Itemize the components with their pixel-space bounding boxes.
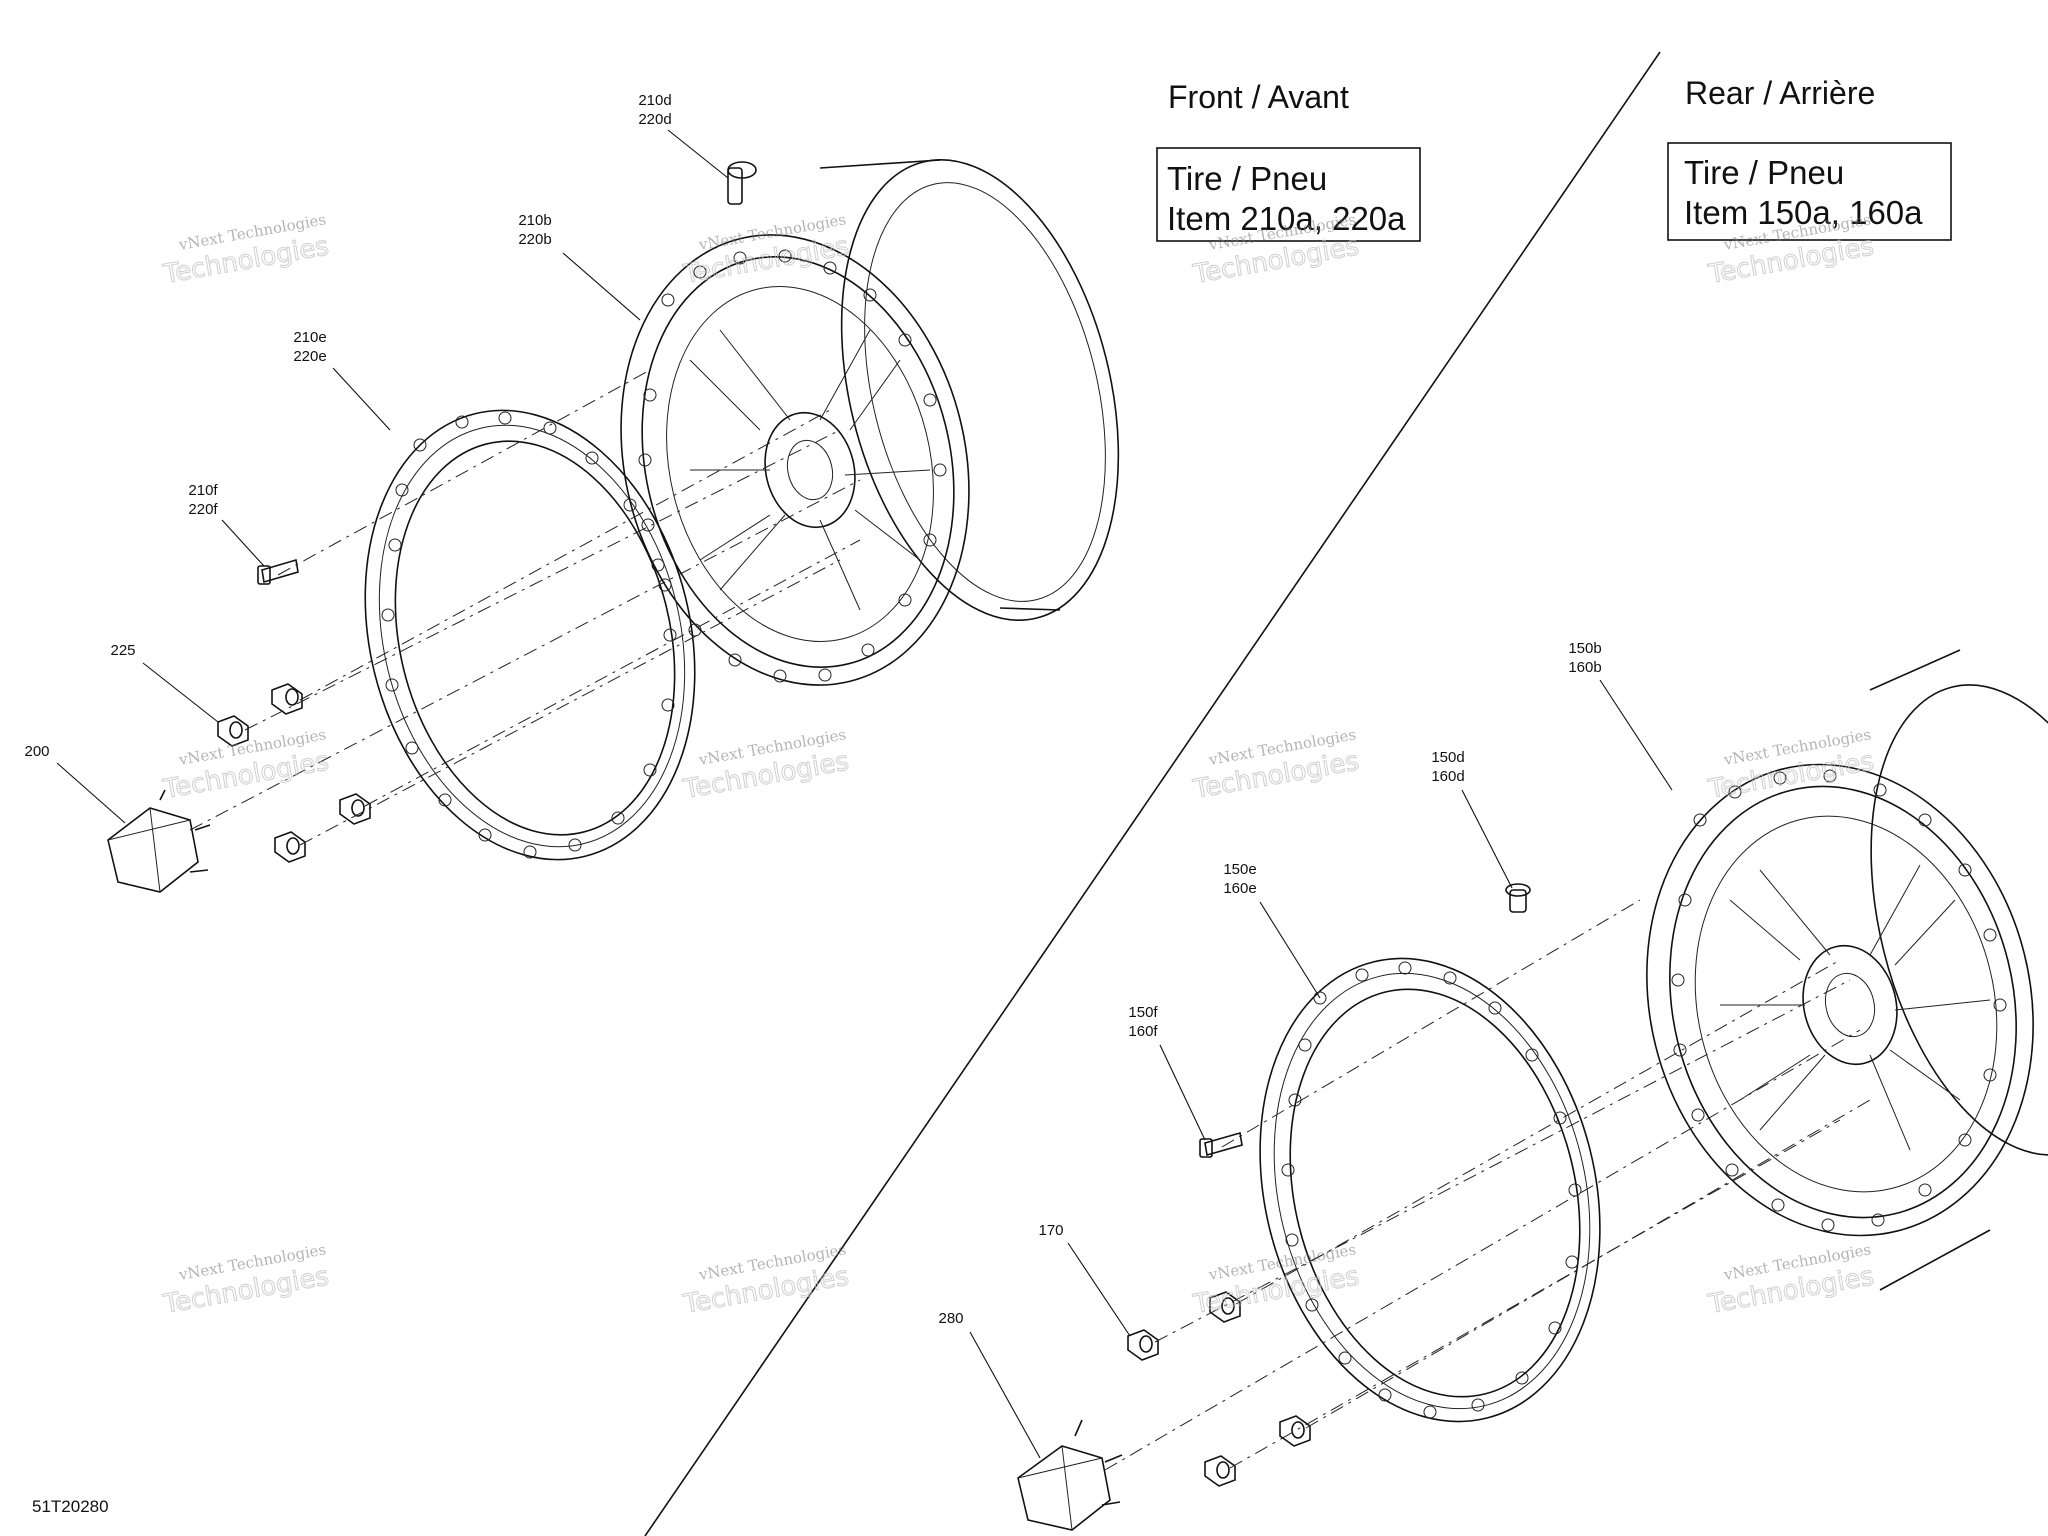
drawing-reference: 51T20280 bbox=[32, 1497, 109, 1516]
front-heading: Front / Avant bbox=[1168, 79, 1349, 115]
rear-tire-box: Tire / Pneu Item 150a, 160a bbox=[1667, 142, 1952, 241]
front-beadlock-ring bbox=[364, 409, 696, 861]
svg-text:200: 200 bbox=[24, 743, 49, 760]
front-wheel-rim bbox=[620, 159, 1120, 686]
svg-text:220e: 220e bbox=[293, 348, 326, 365]
callout-150f: 150f 160f bbox=[1128, 1004, 1206, 1141]
callout-210e: 210e 220e bbox=[293, 329, 391, 431]
callout-150d: 150d 160d bbox=[1431, 749, 1513, 889]
front-tire-box-line1: Tire / Pneu bbox=[1167, 160, 1327, 197]
svg-text:150b: 150b bbox=[1568, 640, 1601, 657]
front-tire-box-line2: Item 210a, 220a bbox=[1167, 200, 1406, 237]
rear-ring-bolt bbox=[1199, 1131, 1243, 1158]
svg-text:150f: 150f bbox=[1128, 1004, 1158, 1021]
svg-text:220b: 220b bbox=[518, 231, 551, 248]
svg-text:210f: 210f bbox=[188, 482, 218, 499]
svg-text:280: 280 bbox=[938, 1310, 963, 1327]
svg-text:160f: 160f bbox=[1128, 1023, 1158, 1040]
rear-beadlock-ring bbox=[1259, 957, 1601, 1423]
front-lug-nuts bbox=[217, 683, 371, 863]
rear-face-bolts bbox=[1671, 769, 2007, 1232]
svg-text:210d: 210d bbox=[638, 92, 671, 109]
rear-heading: Rear / Arrière bbox=[1685, 75, 1875, 111]
callout-210f: 210f 220f bbox=[188, 482, 265, 567]
svg-text:210e: 210e bbox=[293, 329, 326, 346]
callout-200: 200 bbox=[24, 743, 126, 824]
rear-lug-nuts bbox=[1127, 1291, 1311, 1487]
front-hub-cap bbox=[107, 789, 211, 893]
callout-225: 225 bbox=[110, 642, 219, 723]
rear-wheel-rim bbox=[1646, 649, 2048, 1291]
svg-text:220f: 220f bbox=[188, 501, 218, 518]
divider-line bbox=[644, 51, 1661, 1536]
callout-150b: 150b 160b bbox=[1568, 640, 1673, 791]
callout-170: 170 bbox=[1038, 1222, 1131, 1337]
callout-210b: 210b 220b bbox=[518, 212, 641, 321]
svg-text:150e: 150e bbox=[1223, 861, 1256, 878]
rear-valve-stem bbox=[1505, 883, 1531, 913]
svg-text:225: 225 bbox=[110, 642, 135, 659]
front-valve-stem bbox=[727, 161, 757, 205]
svg-text:210b: 210b bbox=[518, 212, 551, 229]
rear-hub-cap bbox=[1017, 1419, 1123, 1531]
svg-text:150d: 150d bbox=[1431, 749, 1464, 766]
svg-text:160b: 160b bbox=[1568, 659, 1601, 676]
front-face-bolts bbox=[638, 249, 947, 683]
rear-tire-box-line2: Item 150a, 160a bbox=[1684, 194, 1923, 231]
svg-text:160e: 160e bbox=[1223, 880, 1256, 897]
front-ring-bolt bbox=[257, 558, 299, 585]
svg-text:220d: 220d bbox=[638, 111, 671, 128]
front-alignment-lines bbox=[189, 369, 861, 846]
rear-tire-box-line1: Tire / Pneu bbox=[1684, 154, 1844, 191]
callout-280: 280 bbox=[938, 1310, 1041, 1459]
callout-210d: 210d 220d bbox=[638, 92, 729, 179]
svg-text:160d: 160d bbox=[1431, 768, 1464, 785]
callout-150e: 150e 160e bbox=[1223, 861, 1321, 999]
svg-text:170: 170 bbox=[1038, 1222, 1063, 1239]
rear-alignment-lines bbox=[1104, 899, 1871, 1471]
front-tire-box: Tire / Pneu Item 210a, 220a bbox=[1156, 147, 1421, 242]
